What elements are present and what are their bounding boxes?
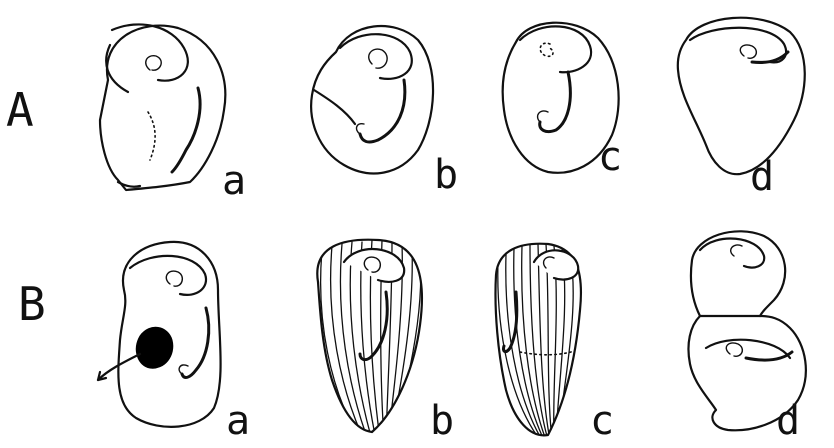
panel-label-b-c: c bbox=[590, 398, 614, 444]
cell-b-c bbox=[495, 244, 580, 440]
cell-a-b bbox=[311, 26, 433, 173]
panel-label-a-a: a bbox=[222, 158, 246, 204]
row-label-a: A bbox=[6, 83, 34, 137]
panel-label-b-a: a bbox=[226, 398, 250, 444]
panel-label-b-b: b bbox=[430, 398, 454, 444]
panel-label-a-d: d bbox=[750, 154, 774, 200]
ink-blot bbox=[136, 327, 172, 368]
panel-label-b-d: d bbox=[776, 398, 800, 444]
panel-label-a-c: c bbox=[598, 134, 622, 180]
cell-a-a bbox=[100, 24, 225, 190]
cell-b-a bbox=[98, 242, 221, 427]
cell-a-d bbox=[678, 18, 805, 174]
row-label-b: B bbox=[18, 277, 46, 331]
panel-label-a-b: b bbox=[434, 152, 458, 198]
cell-b-b bbox=[317, 240, 422, 440]
